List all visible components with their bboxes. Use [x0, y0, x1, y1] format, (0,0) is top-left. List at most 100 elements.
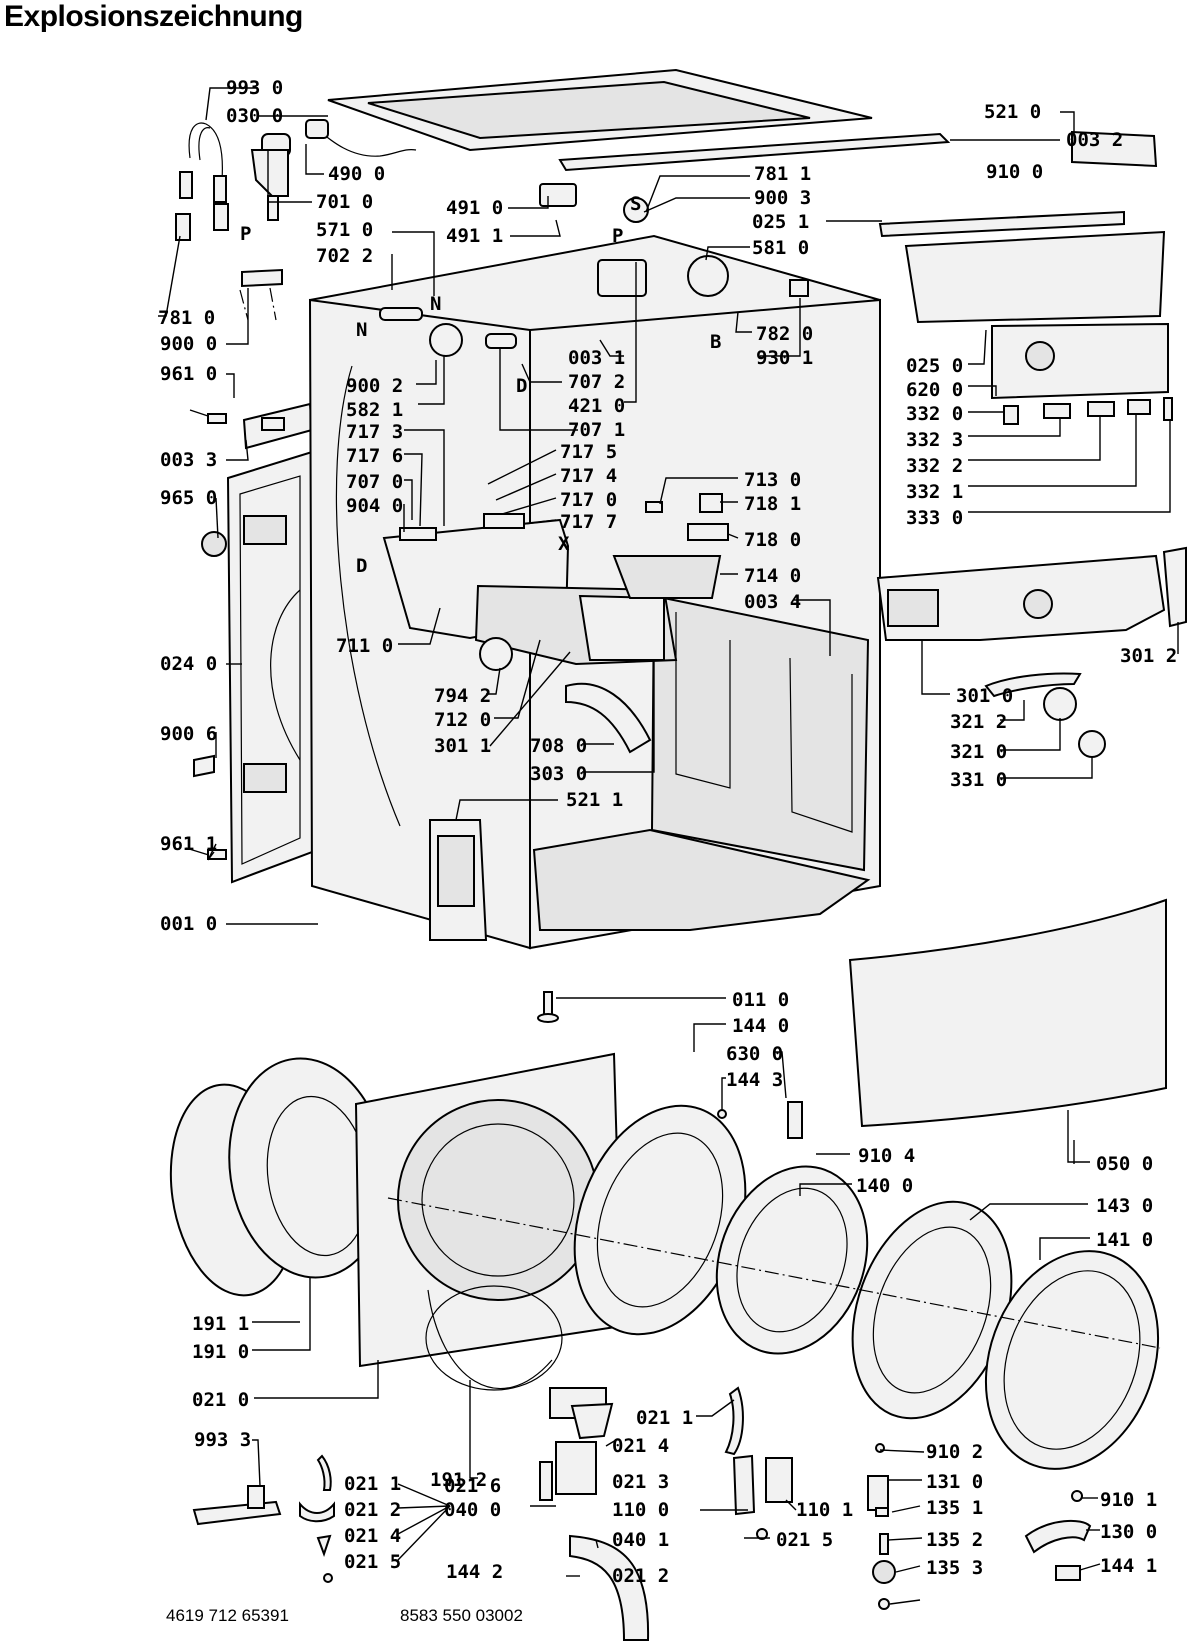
label-714-0: 714 0 — [744, 565, 801, 587]
knob-ring-part — [1043, 687, 1077, 721]
marker-p-left: P — [240, 223, 251, 245]
label-021-3: 021 3 — [612, 1471, 669, 1493]
label-024-0: 024 0 — [160, 653, 217, 675]
label-021-5: 021 5 — [776, 1529, 833, 1551]
screw-part — [189, 409, 227, 424]
label-491-1: 491 1 — [446, 225, 503, 247]
label-900-2: 900 2 — [346, 375, 403, 397]
label-717-5: 717 5 — [560, 441, 617, 463]
clip-part — [193, 754, 215, 778]
drain-hose-part — [565, 682, 652, 754]
bushing-part — [201, 531, 227, 557]
label-900-0: 900 0 — [160, 333, 217, 355]
label-707-2: 707 2 — [568, 371, 625, 393]
screw-part-2 — [185, 847, 227, 860]
label-001-0: 001 0 — [160, 913, 217, 935]
label-900-3: 900 3 — [754, 187, 811, 209]
label-910-4: 910 4 — [858, 1145, 915, 1167]
inner-door-ring-part — [715, 1165, 869, 1355]
label-301-0: 301 0 — [956, 685, 1013, 707]
marker-s: S — [630, 193, 641, 215]
control-board-housing-part — [904, 230, 1166, 324]
label-050-0: 050 0 — [1096, 1153, 1153, 1175]
rear-rail-part — [558, 132, 951, 172]
label-140-0: 140 0 — [856, 1175, 913, 1197]
label-131-0: 131 0 — [926, 1471, 983, 1493]
label-900-6: 900 6 — [160, 723, 217, 745]
label-521-1: 521 1 — [566, 789, 623, 811]
led-parts — [1003, 397, 1173, 425]
label-321-2: 321 2 — [950, 711, 1007, 733]
label-021-2: 021 2 — [612, 1565, 669, 1587]
label-333-0: 333 0 — [906, 507, 963, 529]
door-hinge-ring-part — [573, 1104, 747, 1336]
label-021-6: 021 6 — [444, 1475, 501, 1497]
label-301-2: 301 2 — [1120, 645, 1177, 667]
label-003-3: 003 3 — [160, 449, 217, 471]
marker-n-left: N — [356, 319, 367, 341]
knob-trim-part — [984, 672, 1082, 698]
center-axis-line — [387, 1197, 1161, 1349]
label-301-1: 301 1 — [434, 735, 491, 757]
small-hardware-parts — [867, 1443, 1092, 1610]
label-331-0: 331 0 — [950, 769, 1007, 791]
electronic-module-part — [429, 819, 488, 941]
label-630-0: 630 0 — [726, 1043, 783, 1065]
label-491-0: 491 0 — [446, 197, 503, 219]
label-135-2: 135 2 — [926, 1529, 983, 1551]
letter-markers: P P S N N B D D X — [240, 193, 721, 577]
label-717-4: 717 4 — [560, 465, 617, 487]
control-panel-part — [876, 546, 1187, 641]
label-040-1: 040 1 — [612, 1529, 669, 1551]
label-794-2: 794 2 — [434, 685, 491, 707]
foot-part — [537, 991, 559, 1023]
part-number-labels: 993 0 030 0 490 0 701 0 571 0 702 2 781 … — [158, 77, 1177, 1587]
drawer-valves-part — [399, 493, 729, 541]
label-003-2: 003 2 — [1066, 129, 1123, 151]
label-025-0: 025 0 — [906, 355, 963, 377]
label-144-3: 144 3 — [726, 1069, 783, 1091]
label-910-2: 910 2 — [926, 1441, 983, 1463]
label-965-0: 965 0 — [160, 487, 217, 509]
label-712-0: 712 0 — [434, 709, 491, 731]
inlet-hose-part — [175, 122, 229, 241]
valve-bracket-part — [241, 268, 283, 288]
label-708-0: 708 0 — [530, 735, 587, 757]
label-321-0: 321 0 — [950, 741, 1007, 763]
label-030-0: 030 0 — [226, 105, 283, 127]
label-011-0: 011 0 — [732, 989, 789, 1011]
label-910-1: 910 1 — [1100, 1489, 1157, 1511]
water-level-switch-part — [597, 259, 647, 297]
label-993-0: 993 0 — [226, 77, 283, 99]
label-421-0: 421 0 — [568, 395, 625, 417]
legend-label-021-2: 021 2 — [344, 1499, 401, 1521]
fastener-part — [789, 279, 809, 297]
footer-model-number: 8583 550 03002 — [400, 1606, 523, 1625]
label-490-0: 490 0 — [328, 163, 385, 185]
marker-b: B — [710, 331, 721, 353]
label-904-0: 904 0 — [346, 495, 403, 517]
marker-p-right: P — [612, 225, 623, 247]
marker-x: X — [558, 533, 570, 555]
label-040-0: 040 0 — [444, 1499, 501, 1521]
label-130-0: 130 0 — [1100, 1521, 1157, 1543]
marker-d-top: D — [516, 375, 527, 397]
diagram-title: Explosionszeichnung — [4, 0, 303, 33]
front-panel-part — [848, 898, 1167, 1128]
legend-label-021-5: 021 5 — [344, 1551, 401, 1573]
label-191-2: 191 2 — [430, 1469, 487, 1491]
control-board-rotary-part — [1025, 341, 1055, 371]
label-582-1: 582 1 — [346, 399, 403, 421]
label-021-4: 021 4 — [612, 1435, 669, 1457]
label-717-6: 717 6 — [346, 445, 403, 467]
label-332-0: 332 0 — [906, 403, 963, 425]
label-581-0: 581 0 — [752, 237, 809, 259]
label-135-3: 135 3 — [926, 1557, 983, 1579]
control-board-part — [991, 322, 1169, 400]
footer-drawing-number: 4619 712 65391 — [166, 1606, 289, 1625]
label-521-0: 521 0 — [984, 101, 1041, 123]
label-110-1: 110 1 — [796, 1499, 853, 1521]
knob-part — [1078, 730, 1106, 758]
detergent-drawer-housing-part — [382, 518, 678, 671]
label-003-4: 003 4 — [744, 591, 801, 613]
